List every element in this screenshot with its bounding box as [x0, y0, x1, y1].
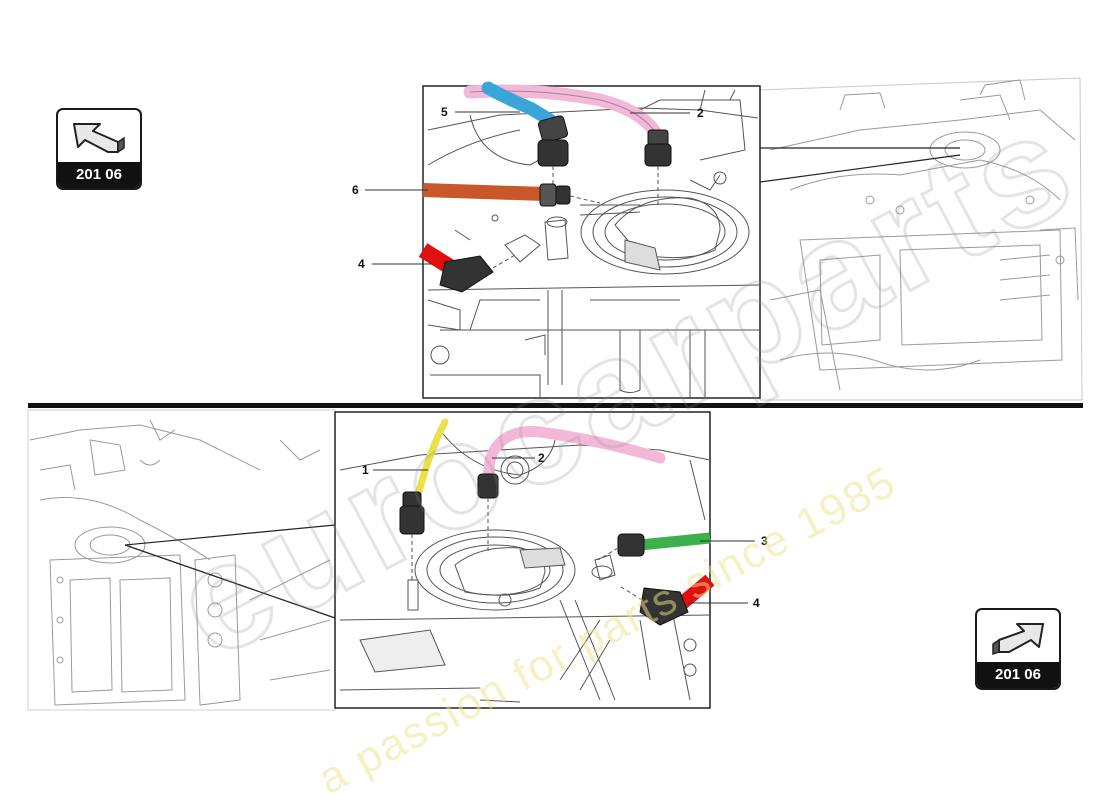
callout-lower-1: 1: [362, 463, 369, 477]
callout-upper-5: 5: [441, 105, 448, 119]
callout-upper-6: 6: [352, 183, 359, 197]
orange-hose: [422, 183, 546, 201]
pink-hose: [482, 426, 666, 484]
arrow-up-left-icon: [58, 110, 140, 162]
reference-button-top-left[interactable]: 201 06: [56, 108, 142, 190]
upper-zoom-lines: [759, 147, 961, 183]
callout-lower-4: 4: [753, 596, 760, 610]
upper-detail-view: [365, 81, 761, 399]
lower-zoom-lines: [124, 524, 336, 619]
upper-background-chassis: [759, 77, 1083, 401]
lower-detail-view: [334, 411, 755, 709]
yellow-hose: [414, 418, 449, 499]
callout-upper-4: 4: [358, 257, 365, 271]
reference-label: 201 06: [977, 662, 1059, 688]
lower-background-chassis: [27, 409, 336, 711]
red-hose: [675, 574, 715, 611]
reference-label: 201 06: [58, 162, 140, 188]
callout-upper-2: 2: [697, 106, 704, 120]
green-hose: [639, 532, 711, 551]
reference-button-bottom-right[interactable]: 201 06: [975, 608, 1061, 690]
callout-lower-3: 3: [761, 534, 768, 548]
arrow-up-right-icon: [977, 610, 1059, 662]
callout-lower-2: 2: [538, 451, 545, 465]
view-divider: [28, 403, 1083, 408]
blue-hose: [481, 81, 557, 127]
